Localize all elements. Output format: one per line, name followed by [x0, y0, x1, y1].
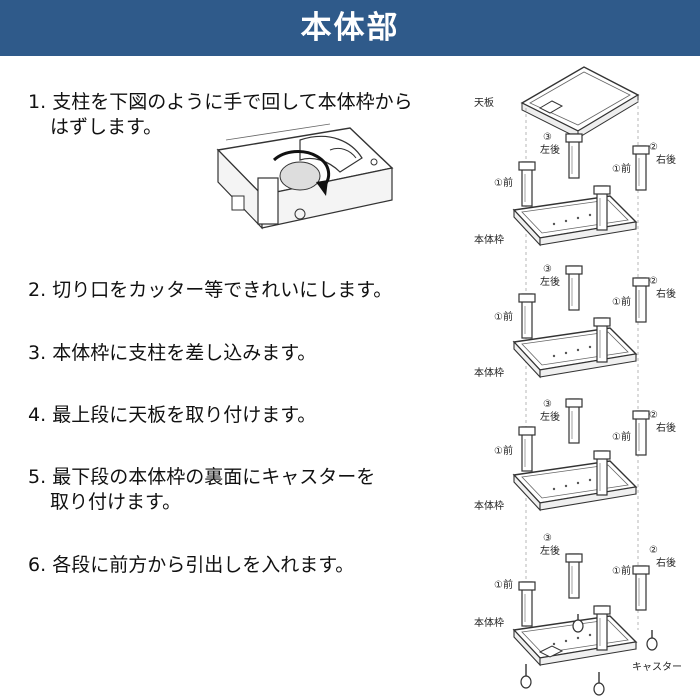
step-text: 最上段に天板を取り付けます。 — [52, 404, 317, 426]
label-left-back: 左後 — [540, 275, 560, 288]
step-text: 本体枠に支柱を差し込みます。 — [52, 342, 317, 364]
step-2: 2. 切り口をカッター等できれいにします。 — [28, 278, 392, 303]
label-left-back: 左後 — [540, 410, 560, 423]
label-front: ①前 — [494, 310, 513, 323]
label-right-back-number: ② — [649, 142, 658, 153]
tier-1-diagram: ③ 左後 ② 右後 ①前 ①前 本体枠 — [474, 132, 676, 246]
label-frame: 本体枠 — [474, 233, 504, 246]
step-1: 1. 支柱を下図のように手で回して本体枠から はずします。 — [28, 90, 413, 140]
step-number: 2. — [28, 279, 47, 301]
step-number: 3. — [28, 342, 47, 364]
casters-diagram — [520, 614, 658, 696]
label-left-back-number: ③ — [543, 132, 552, 143]
label-left-back-number: ③ — [543, 264, 552, 275]
step-text: 切り口をカッター等できれいにします。 — [52, 279, 393, 301]
label-right-back: 右後 — [656, 421, 676, 434]
step-text-continued: はずします。 — [50, 116, 163, 138]
label-front: ①前 — [612, 564, 631, 577]
header-bar: 本体部 — [0, 0, 700, 56]
step-text: 各段に前方から引出しを入れます。 — [52, 554, 355, 576]
label-frame: 本体枠 — [474, 366, 504, 379]
step-number: 1. — [28, 91, 47, 113]
page-title: 本体部 — [300, 10, 400, 46]
label-front: ①前 — [494, 578, 513, 591]
label-front: ①前 — [494, 444, 513, 457]
step-number: 4. — [28, 404, 47, 426]
label-right-back: 右後 — [656, 153, 676, 166]
label-right-back: 右後 — [656, 556, 676, 569]
step-text-continued: 取り付けます。 — [50, 491, 182, 513]
step-text: 支柱を下図のように手で回して本体枠から — [52, 91, 413, 113]
label-front: ①前 — [612, 430, 631, 443]
label-frame: 本体枠 — [474, 499, 504, 512]
step-3: 3. 本体枠に支柱を差し込みます。 — [28, 341, 316, 366]
label-left-back: 左後 — [540, 143, 560, 156]
label-right-back-number: ② — [649, 545, 658, 556]
step-number: 6. — [28, 554, 47, 576]
label-right-back-number: ② — [649, 410, 658, 421]
label-frame: 本体枠 — [474, 616, 504, 629]
step-5: 5. 最下段の本体枠の裏面にキャスターを 取り付けます。 — [28, 465, 375, 515]
label-top-board: 天板 — [474, 96, 494, 109]
step-number: 5. — [28, 466, 47, 488]
label-front: ①前 — [612, 295, 631, 308]
label-left-back: 左後 — [540, 544, 560, 557]
tier-4-diagram: ③ 左後 ② 右後 ①前 ①前 本体枠 — [474, 533, 676, 665]
label-right-back: 右後 — [656, 287, 676, 300]
label-left-back-number: ③ — [543, 533, 552, 544]
step-4: 4. 最上段に天板を取り付けます。 — [28, 403, 316, 428]
step-6: 6. 各段に前方から引出しを入れます。 — [28, 553, 354, 578]
label-right-back-number: ② — [649, 276, 658, 287]
hand-rotation-illustration — [216, 123, 394, 230]
label-front: ①前 — [494, 176, 513, 189]
label-front: ①前 — [612, 162, 631, 175]
label-caster: キャスター — [632, 661, 682, 673]
tier-3-diagram: ③ 左後 ② 右後 ①前 ①前 本体枠 — [474, 399, 676, 512]
label-left-back-number: ③ — [543, 399, 552, 410]
tier-2-diagram: ③ 左後 ② 右後 ①前 ①前 本体枠 — [474, 264, 676, 379]
step-text: 最下段の本体枠の裏面にキャスターを — [52, 466, 376, 488]
